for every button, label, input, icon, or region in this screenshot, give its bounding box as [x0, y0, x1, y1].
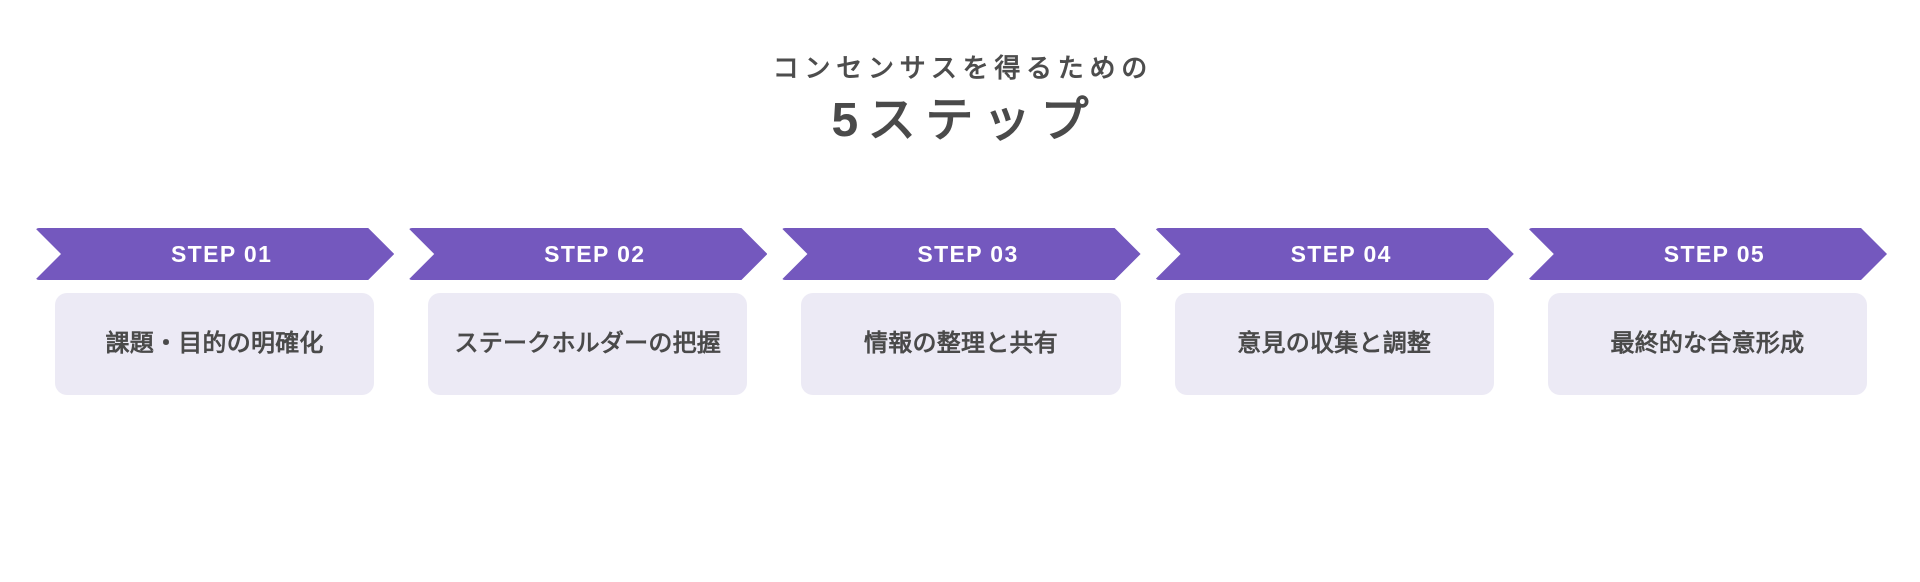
step-card-text-3: 情報の整理と共有 [864, 329, 1058, 357]
steps-container: STEP 01 課題・目的の明確化 STEP 02 ステークホルダーの把握 ST… [35, 228, 1887, 395]
step-arrow-2[interactable]: STEP 02 [408, 228, 767, 280]
step-arrow-5[interactable]: STEP 05 [1528, 228, 1887, 280]
step-card-text-2: ステークホルダーの把握 [454, 329, 722, 357]
header-eyebrow: コンセンサスを得るための [772, 53, 1153, 83]
step-card-1: 課題・目的の明確化 [55, 293, 375, 395]
step-card-text-1: 課題・目的の明確化 [105, 329, 324, 357]
step-card-text-5: 最終的な合意形成 [1610, 329, 1805, 357]
step-item-4: STEP 04 意見の収集と調整 [1155, 228, 1514, 395]
step-card-3: 情報の整理と共有 [801, 293, 1121, 395]
step-card-4: 意見の収集と調整 [1174, 293, 1494, 395]
step-item-1: STEP 01 課題・目的の明確化 [35, 228, 394, 395]
step-card-text-4: 意見の収集と調整 [1237, 329, 1432, 357]
step-arrow-3[interactable]: STEP 03 [781, 228, 1140, 280]
step-item-3: STEP 03 情報の整理と共有 [781, 228, 1140, 395]
step-arrow-label-5: STEP 05 [1663, 240, 1766, 267]
diagram-header: コンセンサスを得るための 5ステップ [0, 0, 1920, 148]
step-item-2: STEP 02 ステークホルダーの把握 [408, 228, 767, 395]
page-title: 5ステップ [831, 93, 1099, 147]
step-card-5: 最終的な合意形成 [1547, 293, 1868, 395]
step-arrow-label-2: STEP 02 [544, 240, 646, 267]
step-arrow-4[interactable]: STEP 04 [1155, 228, 1514, 280]
step-arrow-label-1: STEP 01 [170, 240, 273, 267]
step-arrow-label-3: STEP 03 [917, 240, 1019, 267]
step-arrow-label-4: STEP 04 [1290, 240, 1392, 267]
step-arrow-1[interactable]: STEP 01 [35, 228, 394, 280]
step-card-2: ステークホルダーの把握 [428, 293, 748, 395]
step-item-5: STEP 05 最終的な合意形成 [1528, 228, 1887, 395]
